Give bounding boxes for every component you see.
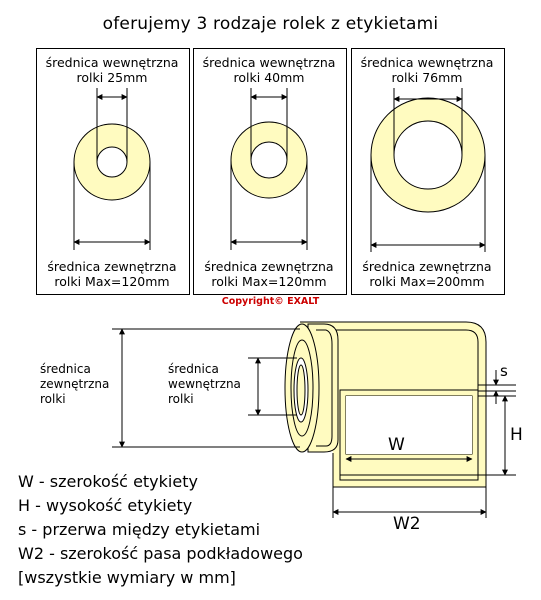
- inner-diameter-caption: średnica wewnętrzna rolki: [168, 362, 241, 406]
- page-title: oferujemy 3 rodzaje rolek z etykietami: [102, 14, 439, 34]
- w2-dimension-label: W2: [393, 514, 421, 534]
- legend-item: W - szerokość etykiety: [18, 472, 198, 491]
- w-dimension-label: W: [388, 435, 405, 455]
- roll-ring-40mm: [230, 88, 308, 250]
- legend-item: H - wysokość etykiety: [18, 496, 193, 515]
- roll-ring-25mm: [73, 88, 151, 250]
- h-dimension-label: H: [510, 425, 523, 445]
- copyright-text: Copyright© EXALT: [221, 296, 320, 307]
- roll-ring-76mm: [370, 88, 486, 252]
- legend-item: s - przerwa między etykietami: [18, 520, 261, 539]
- legend-item: W2 - szerokość pasa podkładowego: [18, 544, 303, 563]
- legend: W - szerokość etykiety H - wysokość etyk…: [18, 470, 303, 590]
- label-roll-drawing: [112, 321, 516, 518]
- legend-item: [wszystkie wymiary w mm]: [18, 568, 236, 587]
- s-dimension-label: s: [500, 362, 508, 380]
- roll-panel-40mm: [193, 48, 347, 295]
- outer-diameter-caption: średnica zewnętrzna rolki: [40, 362, 110, 406]
